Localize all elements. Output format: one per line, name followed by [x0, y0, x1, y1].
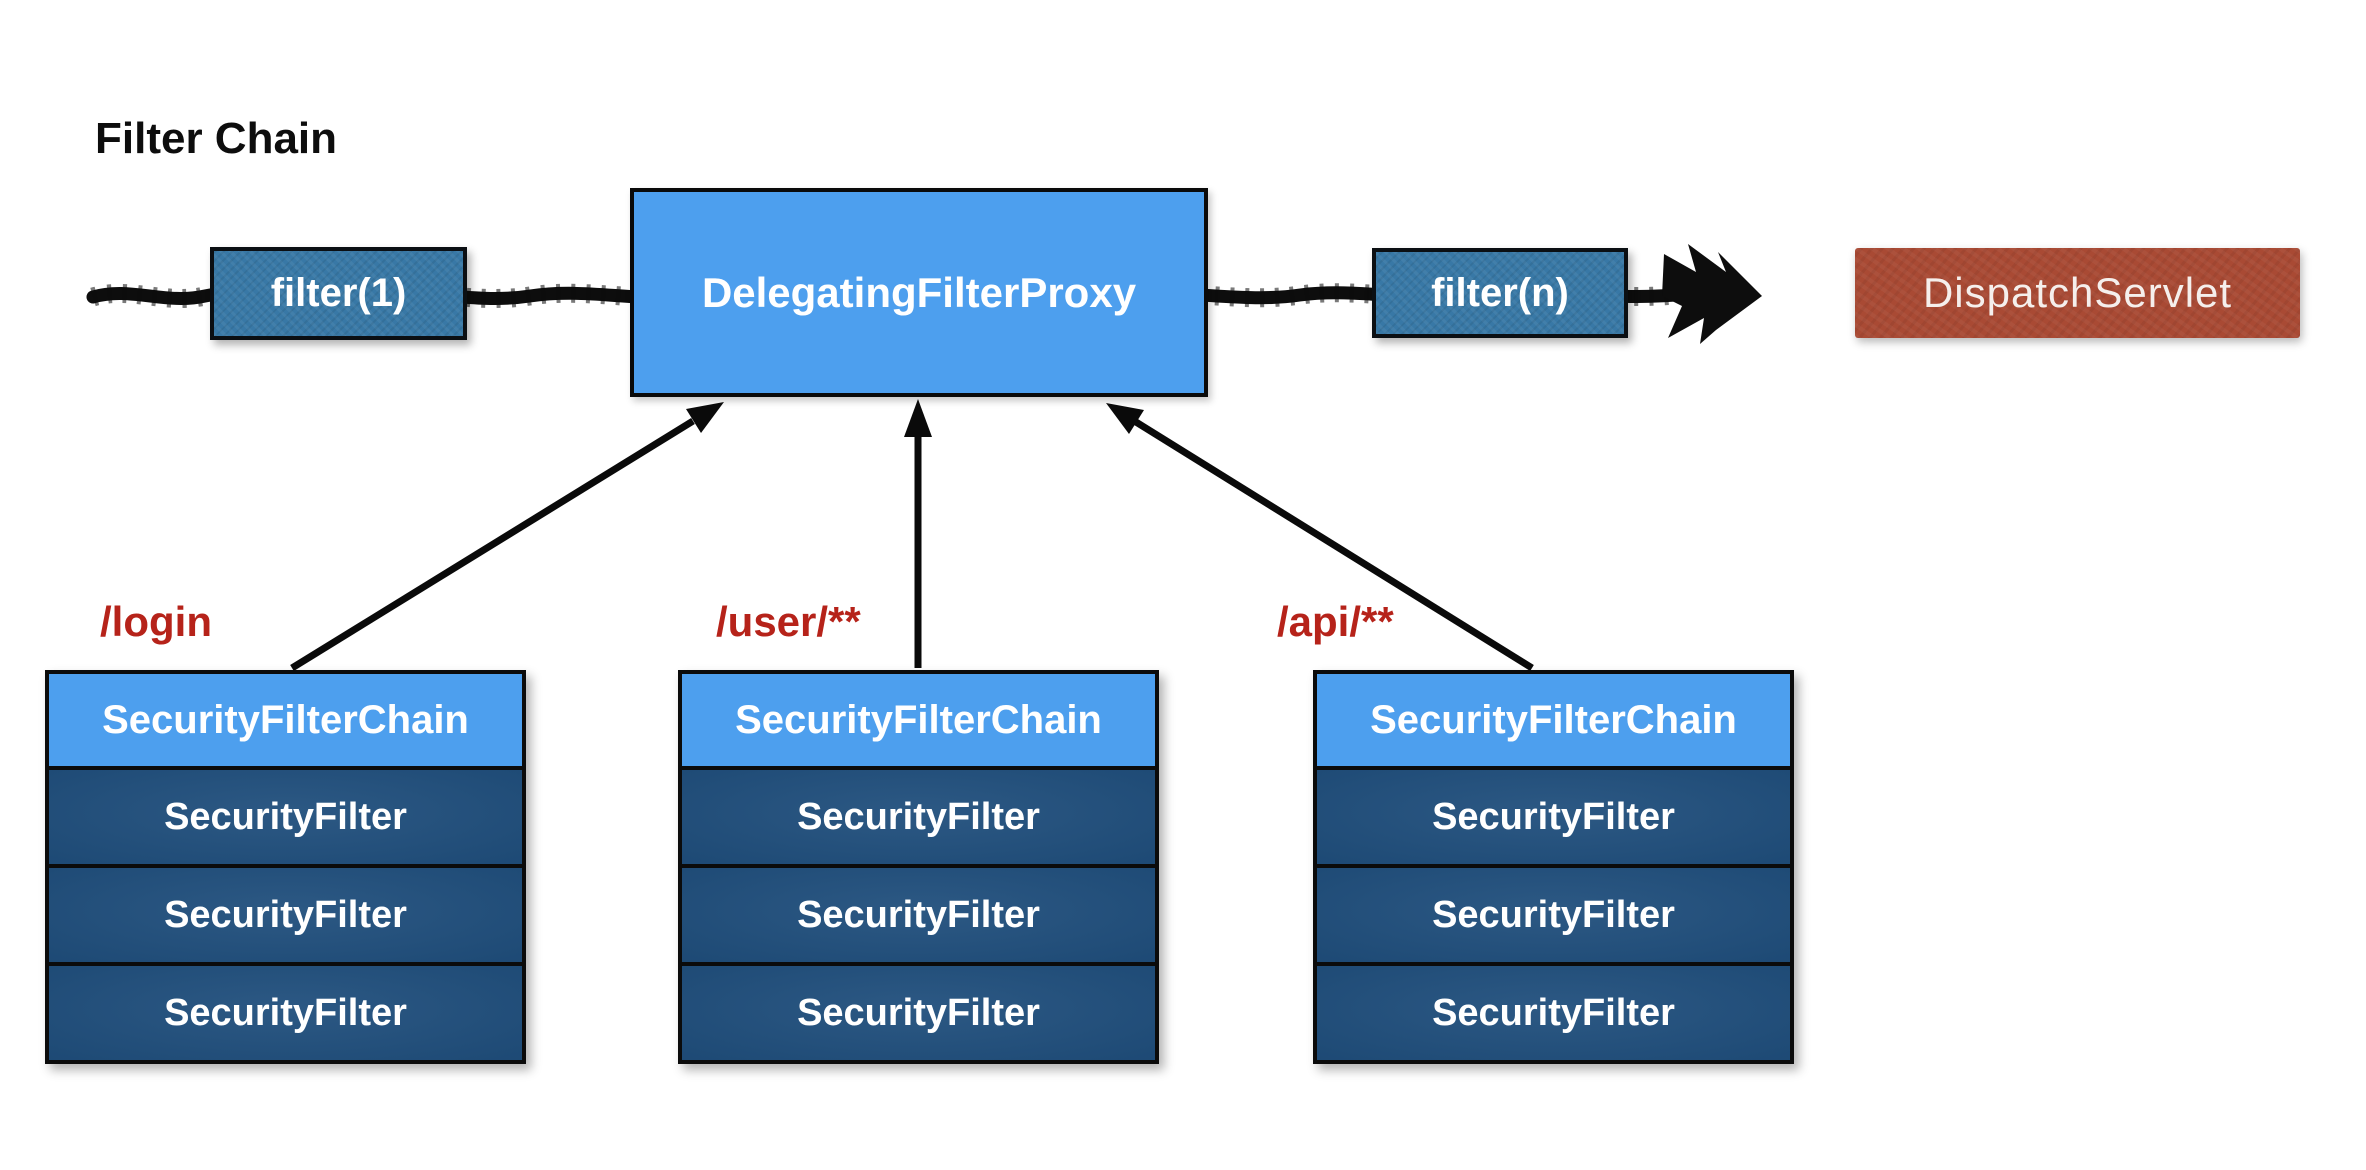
security-filter-label: SecurityFilter: [1432, 893, 1675, 936]
security-filter-chain-header-label: SecurityFilterChain: [735, 697, 1102, 742]
filter-n-label: filter(n): [1431, 270, 1569, 315]
security-filter-chain-stack-api: SecurityFilterChain SecurityFilter Secur…: [1313, 670, 1794, 1064]
arrowhead-icon: [686, 402, 724, 433]
security-filter-row: SecurityFilter: [682, 864, 1155, 962]
security-filter-row: SecurityFilter: [49, 766, 522, 864]
filter-1-label: filter(1): [270, 271, 407, 315]
filter-n-box: filter(n): [1372, 248, 1628, 338]
security-filter-row: SecurityFilter: [1317, 766, 1790, 864]
security-filter-row: SecurityFilter: [1317, 864, 1790, 962]
filter-1-box: filter(1): [210, 247, 467, 340]
security-filter-row: SecurityFilter: [682, 766, 1155, 864]
security-filter-label: SecurityFilter: [1432, 795, 1675, 838]
security-filter-label: SecurityFilter: [164, 893, 407, 936]
dispatch-servlet-box: DispatchServlet: [1855, 248, 2300, 338]
path-label-user: /user/**: [716, 598, 861, 645]
security-filter-row: SecurityFilter: [49, 864, 522, 962]
security-filter-row: SecurityFilter: [682, 962, 1155, 1060]
flow-arrowhead-icon: [1662, 244, 1762, 344]
security-filter-label: SecurityFilter: [797, 893, 1040, 936]
security-filter-chain-stack-login: SecurityFilterChain SecurityFilter Secur…: [45, 670, 526, 1064]
chain-arrow-user: [904, 399, 932, 668]
delegating-filter-proxy-label: DelegatingFilterProxy: [701, 268, 1137, 316]
path-label-login: /login: [100, 598, 212, 645]
path-label-api: /api/**: [1277, 598, 1394, 645]
security-filter-row: SecurityFilter: [49, 962, 522, 1060]
arrowhead-icon: [1106, 403, 1144, 434]
security-filter-chain-header-label: SecurityFilterChain: [102, 697, 469, 742]
dispatch-servlet-label: DispatchServlet: [1922, 269, 2233, 316]
security-filter-chain-stack-user: SecurityFilterChain SecurityFilter Secur…: [678, 670, 1159, 1064]
security-filter-chain-header-label: SecurityFilterChain: [1370, 697, 1737, 742]
security-filter-label: SecurityFilter: [797, 795, 1040, 838]
diagram-title: Filter Chain: [95, 114, 338, 163]
security-filter-label: SecurityFilter: [164, 991, 407, 1034]
delegating-filter-proxy-box: DelegatingFilterProxy: [630, 188, 1208, 397]
chain-arrow-login: [290, 402, 724, 671]
security-filter-chain-header: SecurityFilterChain: [1317, 674, 1790, 766]
security-filter-row: SecurityFilter: [1317, 962, 1790, 1060]
security-filter-chain-header: SecurityFilterChain: [49, 674, 522, 766]
security-filter-chain-header: SecurityFilterChain: [682, 674, 1155, 766]
security-filter-label: SecurityFilter: [164, 795, 407, 838]
security-filter-label: SecurityFilter: [797, 991, 1040, 1034]
security-filter-label: SecurityFilter: [1432, 991, 1675, 1034]
arrowhead-icon: [904, 399, 932, 437]
